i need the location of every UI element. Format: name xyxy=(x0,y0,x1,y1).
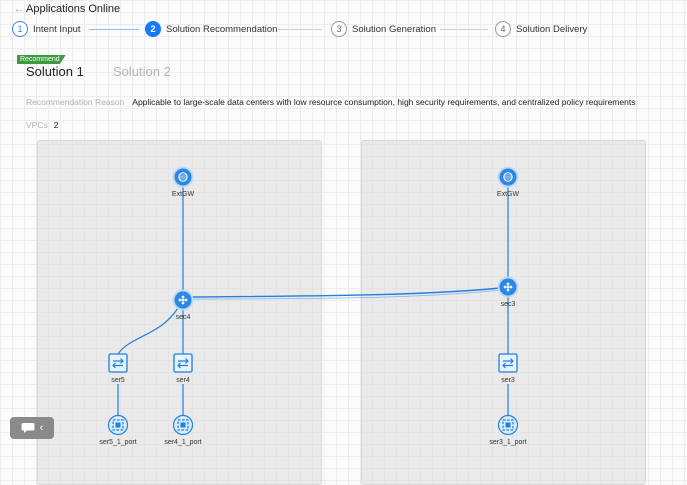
step-number: 2 xyxy=(145,21,161,37)
back-link[interactable]: ← Applications Online xyxy=(14,3,120,15)
recommend-badge: Recommend xyxy=(17,55,66,64)
step-number: 4 xyxy=(495,21,511,37)
arrow-left-icon: ← xyxy=(14,3,24,15)
node-label: ser5 xyxy=(111,377,125,384)
step-label: Solution Generation xyxy=(352,23,436,35)
node-extgw-left[interactable]: ExtGW xyxy=(172,166,195,199)
step-intent-input[interactable]: 1 Intent Input xyxy=(12,21,81,37)
step-number: 1 xyxy=(12,21,28,37)
step-label: Solution Recommendation xyxy=(166,23,278,35)
node-label: sec4 xyxy=(176,314,191,321)
node-ser3-1-port[interactable]: ser3_1_port xyxy=(489,414,527,447)
step-connector xyxy=(278,29,322,30)
node-sec3[interactable]: sec3 xyxy=(497,276,519,309)
step-solution-delivery[interactable]: 4 Solution Delivery xyxy=(495,21,587,37)
port-icon xyxy=(172,414,194,436)
node-ser4[interactable]: ser4 xyxy=(173,353,193,384)
chevron-left-icon: ‹ xyxy=(39,422,44,434)
step-label: Solution Delivery xyxy=(516,23,588,35)
node-label: ser5_1_port xyxy=(99,439,136,446)
port-icon xyxy=(107,414,129,436)
node-extgw-right[interactable]: ExtGW xyxy=(497,166,520,199)
node-ser5[interactable]: ser5 xyxy=(108,353,128,384)
node-label: ser3 xyxy=(501,377,515,384)
port-icon xyxy=(497,414,519,436)
page-title: Applications Online xyxy=(26,3,121,15)
node-ser4-1-port[interactable]: ser4_1_port xyxy=(164,414,202,447)
node-label: ser4 xyxy=(176,377,190,384)
tab-solution-2[interactable]: Solution 2 xyxy=(113,64,171,79)
recommendation-reason: Recommendation Reason Applicable to large… xyxy=(26,97,635,107)
switch-icon xyxy=(498,353,518,373)
reason-value: Applicable to large-scale data centers w… xyxy=(132,97,636,107)
switch-icon xyxy=(173,353,193,373)
node-label: ser4_1_port xyxy=(164,439,201,446)
vpcs-key: VPCs xyxy=(26,120,48,130)
chat-toggle-button[interactable]: ‹ xyxy=(10,417,54,439)
step-solution-recommendation[interactable]: 2 Solution Recommendation xyxy=(145,21,277,37)
node-sec4[interactable]: sec4 xyxy=(172,289,194,322)
node-label: ExtGW xyxy=(497,191,520,198)
node-label: sec3 xyxy=(501,301,516,308)
step-connector xyxy=(89,29,139,30)
node-ser3[interactable]: ser3 xyxy=(498,353,518,384)
node-label: ExtGW xyxy=(172,191,195,198)
node-label: ser3_1_port xyxy=(489,439,526,446)
node-ser5-1-port[interactable]: ser5_1_port xyxy=(99,414,137,447)
reason-key: Recommendation Reason xyxy=(26,97,125,107)
step-number: 3 xyxy=(331,21,347,37)
step-solution-generation[interactable]: 3 Solution Generation xyxy=(331,21,436,37)
step-connector xyxy=(440,29,488,30)
step-label: Intent Input xyxy=(33,23,81,35)
vpcs-count: VPCs 2 xyxy=(26,120,58,130)
chat-icon xyxy=(21,423,35,433)
switch-icon xyxy=(108,353,128,373)
tab-solution-1[interactable]: Solution 1 xyxy=(26,64,84,79)
progress-steps: 1 Intent Input 2 Solution Recommendation… xyxy=(12,21,682,39)
vpcs-value: 2 xyxy=(53,120,59,130)
